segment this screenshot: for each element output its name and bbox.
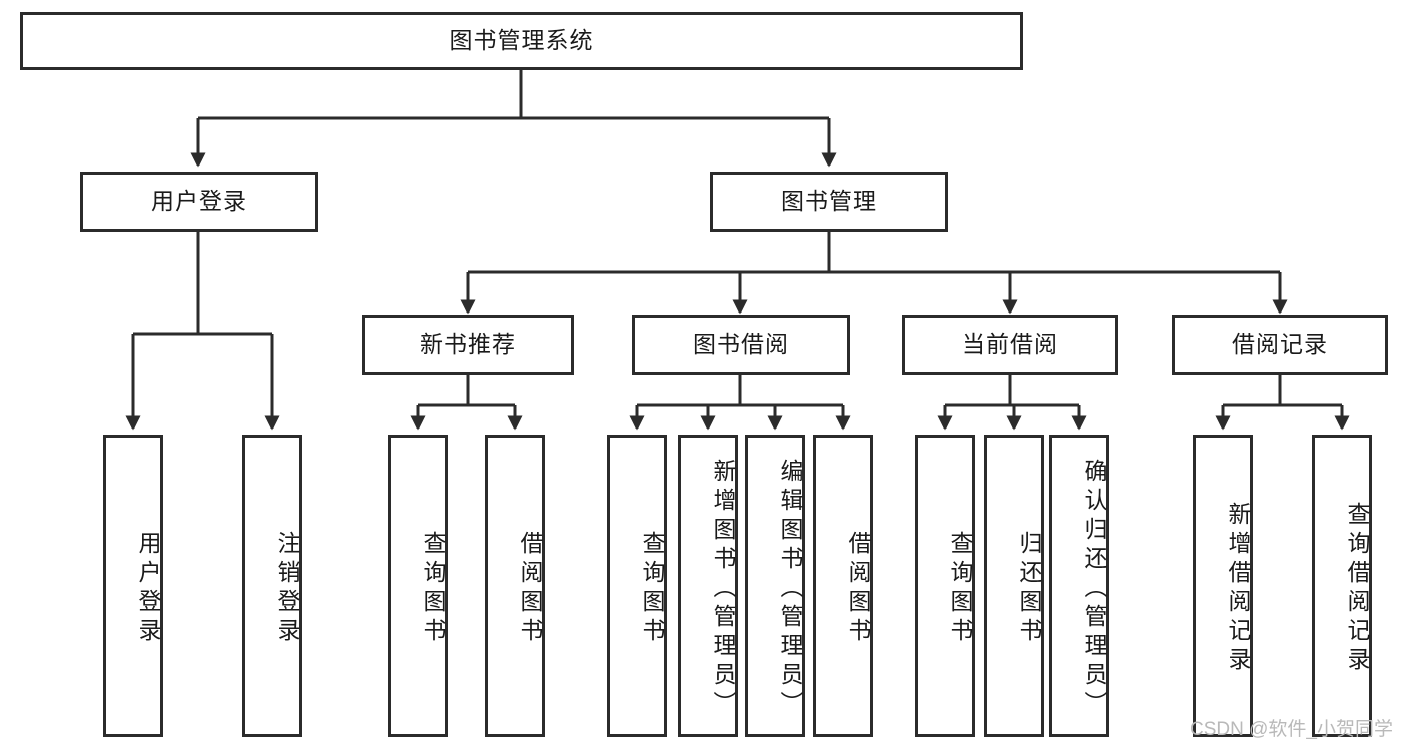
node-label: 借阅图书 [517, 531, 543, 647]
node-new-book-recommend[interactable]: 新书推荐 [362, 315, 574, 375]
node-book-borrow[interactable]: 图书借阅 [632, 315, 850, 375]
node-label: 新书推荐 [420, 331, 516, 358]
node-label: 新增图书（管理员） [710, 458, 736, 720]
node-label: 归还图书 [1016, 531, 1042, 647]
leaf-edit-book-admin[interactable]: 编辑图书（管理员） [745, 435, 805, 737]
node-label: 确认归还（管理员） [1081, 458, 1107, 720]
leaf-add-book-admin[interactable]: 新增图书（管理员） [678, 435, 738, 737]
leaf-add-borrow-record[interactable]: 新增借阅记录 [1193, 435, 1253, 737]
leaf-return-book[interactable]: 归还图书 [984, 435, 1044, 737]
node-label: 借阅记录 [1232, 331, 1328, 358]
leaf-borrow-book-recommend[interactable]: 借阅图书 [485, 435, 545, 737]
watermark-text: CSDN @软件_小贺同学 [1190, 719, 1393, 740]
node-label: 查询借阅记录 [1344, 502, 1370, 676]
node-user-login[interactable]: 用户登录 [80, 172, 318, 232]
leaf-borrow-book[interactable]: 借阅图书 [813, 435, 873, 737]
node-label: 用户登录 [135, 531, 161, 647]
leaf-query-book-current[interactable]: 查询图书 [915, 435, 975, 737]
node-book-management[interactable]: 图书管理 [710, 172, 948, 232]
node-label: 新增借阅记录 [1225, 502, 1251, 676]
node-label: 查询图书 [947, 531, 973, 647]
node-label: 编辑图书（管理员） [777, 458, 803, 720]
node-label: 注销登录 [274, 531, 300, 647]
leaf-logout[interactable]: 注销登录 [242, 435, 302, 737]
node-label: 借阅图书 [845, 531, 871, 647]
node-label: 查询图书 [639, 531, 665, 647]
node-root-library-system[interactable]: 图书管理系统 [20, 12, 1023, 70]
leaf-query-borrow-record[interactable]: 查询借阅记录 [1312, 435, 1372, 737]
node-label: 当前借阅 [962, 331, 1058, 358]
node-current-borrow[interactable]: 当前借阅 [902, 315, 1118, 375]
leaf-query-book-borrow[interactable]: 查询图书 [607, 435, 667, 737]
node-label: 图书管理 [781, 188, 877, 215]
node-borrow-record[interactable]: 借阅记录 [1172, 315, 1388, 375]
leaf-user-login[interactable]: 用户登录 [103, 435, 163, 737]
node-label: 用户登录 [151, 188, 247, 215]
leaf-query-book-recommend[interactable]: 查询图书 [388, 435, 448, 737]
node-label: 图书管理系统 [449, 27, 594, 54]
leaf-confirm-return-admin[interactable]: 确认归还（管理员） [1049, 435, 1109, 737]
node-label: 查询图书 [420, 531, 446, 647]
node-label: 图书借阅 [693, 331, 789, 358]
